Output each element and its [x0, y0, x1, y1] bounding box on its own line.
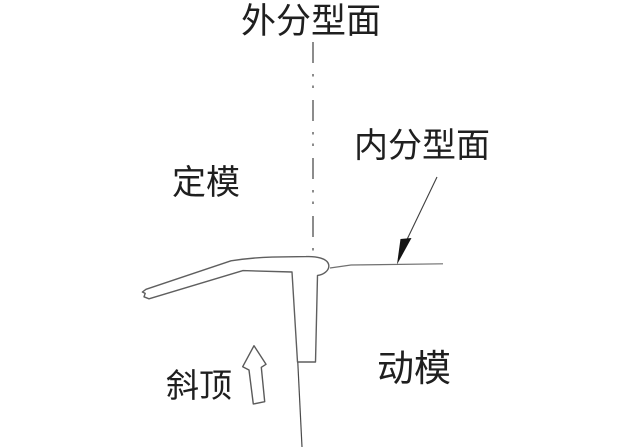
moving-mold-label: 动模: [377, 349, 451, 390]
leader-arrowhead-icon: [397, 238, 412, 265]
lifter-direction-arrow-icon: [241, 345, 267, 405]
lifter-label: 斜顶: [166, 369, 232, 405]
outer-parting-surface-label: 外分型面: [241, 2, 382, 41]
inner-parting-surface-label: 内分型面: [354, 128, 490, 165]
part-outline: [141, 255, 330, 363]
lifter-parting-line: [297, 362, 303, 447]
inner-parting-line: [329, 263, 444, 269]
fixed-mold-label: 定模: [172, 165, 240, 202]
